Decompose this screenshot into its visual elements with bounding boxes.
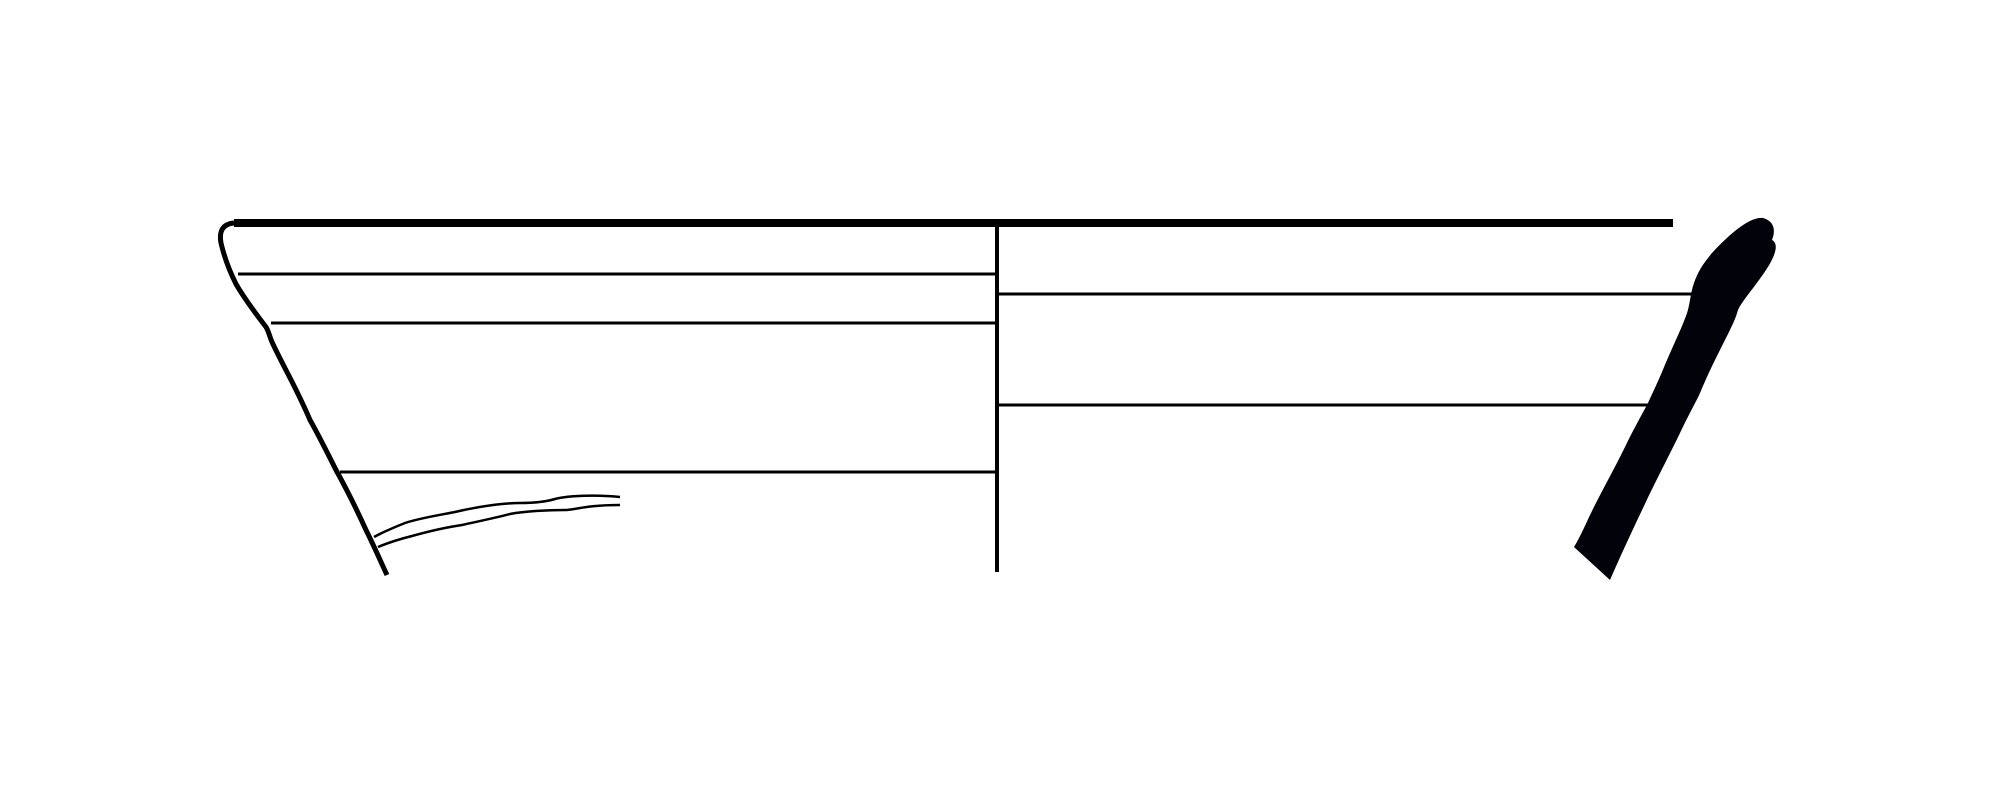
section-profile-fill — [1574, 217, 1776, 580]
exterior-outline — [217, 220, 390, 577]
decoration-groove-lower — [377, 503, 621, 549]
decoration-groove-upper — [373, 494, 621, 539]
